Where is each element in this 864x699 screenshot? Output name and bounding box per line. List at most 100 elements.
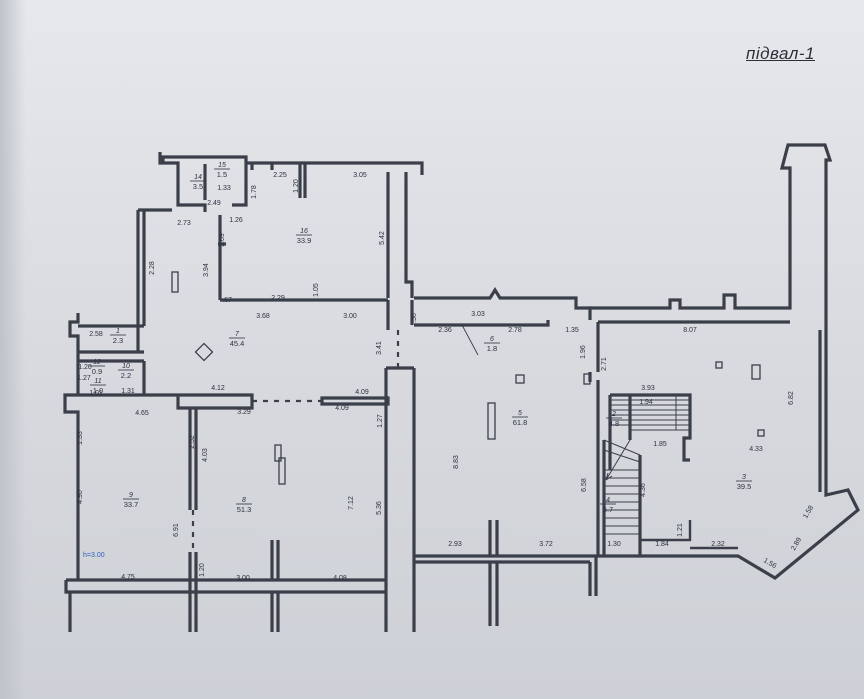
dimension-label: 3.93 <box>641 385 655 392</box>
dimension-label: 3.05 <box>353 172 367 179</box>
column <box>171 271 179 293</box>
room-label: 339.5 <box>736 474 752 491</box>
fixtures <box>171 271 765 485</box>
dimension-label: 3.72 <box>539 541 553 548</box>
wall-room-16 <box>218 161 424 302</box>
room-area: 2.2 <box>121 371 131 380</box>
room-number: 16 <box>300 228 308 235</box>
room-number: 8 <box>242 497 246 504</box>
room-number: 10 <box>122 363 130 370</box>
dimension-label: 5.36 <box>376 501 383 515</box>
room-labels: 12.324.8339.545.7561.861.8745.4851.3933.… <box>89 162 752 514</box>
dimension-label: 1.94 <box>639 399 653 406</box>
wall-8-9-partition <box>188 408 198 632</box>
column <box>583 373 591 385</box>
room-number: 11 <box>94 378 101 385</box>
dimension-label: 2.36 <box>438 327 452 334</box>
stair-arrow <box>605 439 631 481</box>
dimension-label: 2.71 <box>601 357 608 371</box>
dimension-label: 1.56 <box>762 557 777 570</box>
room-area: 1.5 <box>217 170 227 179</box>
room-area: 3.5 <box>193 182 203 191</box>
wall-central-upper <box>386 300 414 330</box>
room-label: 61.8 <box>484 336 500 353</box>
dimension-label: 1.96 <box>580 345 587 359</box>
stairs <box>603 395 690 535</box>
room-area: 0.9 <box>92 367 102 376</box>
room-label: 45.7 <box>600 497 616 514</box>
dimension-label: 4.90 <box>77 490 84 504</box>
dimension-label: 8.07 <box>683 327 697 334</box>
stair-treads-upper <box>610 395 690 431</box>
plan-title: підвал-1 <box>746 44 815 63</box>
room-area: 33.7 <box>124 500 139 509</box>
room-6-leader <box>461 324 479 356</box>
dimension-label: 2.29 <box>271 295 285 302</box>
dimension-label: 5.42 <box>379 231 386 245</box>
wall-room-5 <box>414 286 598 626</box>
walls <box>63 143 861 632</box>
dimension-label: 1.78 <box>251 185 258 199</box>
room-area: 2.3 <box>113 336 123 345</box>
dimension-label: 2.58 <box>89 331 103 338</box>
dimension-label: 1.33 <box>77 431 84 445</box>
room-label: 120.9 <box>89 359 105 376</box>
room-area: 1.0 <box>93 386 103 395</box>
room-number: 1 <box>116 328 120 335</box>
dimension-label: 8.83 <box>453 455 460 469</box>
room-area: 61.8 <box>513 418 528 427</box>
dimension-label: 4.65 <box>135 410 149 417</box>
dimension-label: 2.73 <box>177 220 191 227</box>
room-label: 745.4 <box>229 331 245 348</box>
room-label: 151.5 <box>214 162 230 179</box>
wall-bottom <box>64 540 386 632</box>
dimension-label: 1.21 <box>677 523 684 537</box>
dimension-label: 4.03 <box>202 448 209 462</box>
dimension-label: 1.05 <box>313 283 320 297</box>
room-area: 39.5 <box>737 482 752 491</box>
room-area: 5.7 <box>603 505 613 514</box>
room-number: 14 <box>194 174 202 181</box>
wall-stair-block <box>602 393 692 556</box>
dimension-label: 3.69 <box>219 233 226 247</box>
dimension-label: 7.12 <box>348 496 355 510</box>
wall-room-3-inner <box>588 320 822 556</box>
dimension-label: 4.75 <box>121 574 135 581</box>
room-label: 24.8 <box>606 411 622 428</box>
room-label: 561.8 <box>512 410 528 427</box>
room-number: 2 <box>611 411 616 418</box>
dimension-label: 3.00 <box>236 575 250 582</box>
column <box>194 342 214 362</box>
dimension-label: 1.27 <box>377 414 384 428</box>
room-number: 5 <box>518 410 522 417</box>
dimension-label: .67 <box>222 297 232 304</box>
room-label: 851.3 <box>236 497 252 514</box>
column <box>751 364 761 380</box>
dimension-label: 4.08 <box>333 575 347 582</box>
column <box>278 457 286 485</box>
dimension-label: 2.78 <box>508 327 522 334</box>
dimension-label: 1.01 <box>89 390 103 397</box>
dimension-label: 1.84 <box>655 541 669 548</box>
dimension-label: 2.32 <box>711 541 725 548</box>
wall-7-8 <box>176 393 390 410</box>
room-number: 12 <box>93 359 101 366</box>
dimension-label: 1.26 <box>229 217 243 224</box>
wall-left-block <box>63 208 178 580</box>
room-number: 15 <box>218 162 226 169</box>
room-number: 6 <box>490 336 494 343</box>
room-area: 4.8 <box>609 419 619 428</box>
column <box>515 374 525 384</box>
room-label: 102.2 <box>118 363 134 380</box>
dimension-label: 1.35 <box>565 327 579 334</box>
dimension-label: 2.52 <box>189 435 196 449</box>
room-number: 3 <box>742 474 746 481</box>
dimension-label: 2.28 <box>149 261 156 275</box>
dimension-label: 1.30 <box>607 541 621 548</box>
column <box>757 429 765 437</box>
dimension-label: 3.29 <box>237 409 251 416</box>
